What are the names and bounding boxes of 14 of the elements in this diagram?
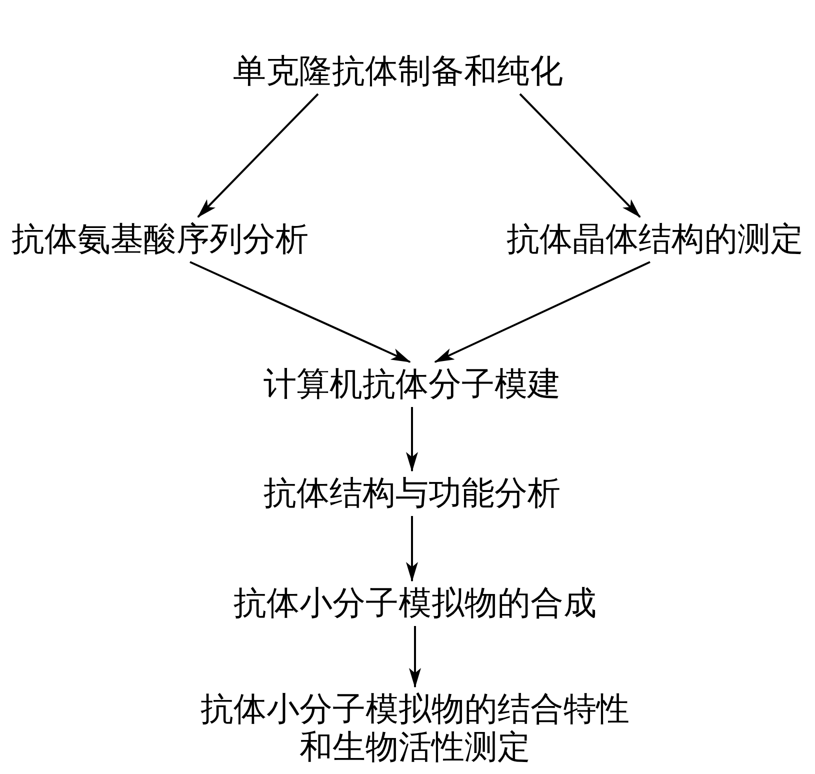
step-label: 抗体小分子模拟物的合成 (215, 584, 615, 622)
step-label: 抗体结构与功能分析 (242, 474, 582, 512)
arrow (406, 407, 418, 472)
step-label: 抗体氨基酸序列分析 (0, 220, 320, 258)
step-label: 计算机抗体分子模建 (242, 365, 582, 403)
arrow (434, 261, 650, 363)
arrow (197, 93, 319, 218)
arrow (406, 516, 418, 582)
step-label: 抗体晶体结构的测定 (495, 220, 815, 258)
arrow (190, 261, 411, 363)
arrow (519, 93, 641, 218)
step-label: 抗体小分子模拟物的结合特性和生物活性测定 (190, 690, 640, 766)
arrow (409, 626, 421, 688)
step-label: 单克隆抗体制备和纯化 (218, 52, 578, 90)
